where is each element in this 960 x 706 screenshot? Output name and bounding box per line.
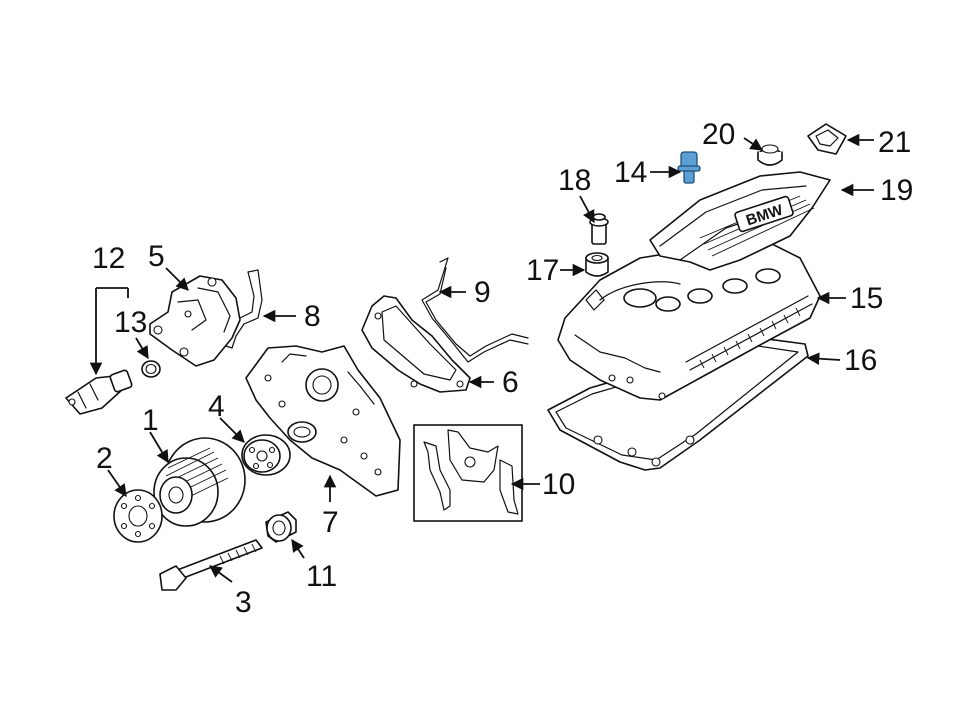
cover-bolt: [589, 213, 609, 245]
crankshaft-pulley: [153, 437, 246, 527]
flange-plate: [113, 489, 163, 543]
vanos-housing: [149, 275, 241, 367]
gasket-set-box: [413, 424, 523, 522]
callout-14: 14: [614, 156, 647, 189]
o-ring: [141, 360, 161, 378]
callout-16: 16: [844, 344, 877, 377]
callout-3: 3: [235, 586, 252, 619]
spacer-ring: [265, 511, 297, 543]
callout-6: 6: [502, 366, 519, 399]
callout-10: 10: [542, 468, 575, 501]
sensor-highlighted: [677, 151, 701, 184]
callout-15: 15: [850, 282, 883, 315]
crank-bolt: [159, 539, 263, 591]
callout-9: 9: [474, 276, 491, 309]
grommet: [757, 144, 783, 166]
callout-4: 4: [208, 390, 225, 423]
callout-21: 21: [878, 126, 911, 159]
callout-18: 18: [558, 164, 591, 197]
cover-cap: [807, 123, 847, 155]
callout-2: 2: [96, 442, 113, 475]
callout-20: 20: [702, 118, 735, 151]
upper-timing-cover: [361, 295, 471, 393]
callout-5: 5: [148, 240, 165, 273]
callout-labels: 1 2 3 4 5 6 7 8 9 10 11 12 13 14 15 16 1…: [92, 118, 913, 619]
cover-gasket-upper: [421, 257, 529, 363]
callout-12: 12: [92, 242, 125, 275]
solenoid-valve: [65, 369, 133, 415]
engine-cover: BMW: [649, 171, 831, 271]
lower-timing-cover: [245, 345, 401, 497]
leader-lines: [89, 133, 874, 583]
cover-gasket-side: [225, 269, 263, 349]
callout-8: 8: [304, 300, 321, 333]
callout-11: 11: [306, 560, 337, 593]
callout-17: 17: [526, 254, 559, 287]
callout-7: 7: [322, 506, 339, 539]
callout-13: 13: [114, 306, 147, 339]
cover-bushing: [585, 252, 609, 277]
pulley-hub: [241, 434, 291, 476]
callout-1: 1: [142, 404, 159, 437]
callout-19: 19: [880, 174, 913, 207]
